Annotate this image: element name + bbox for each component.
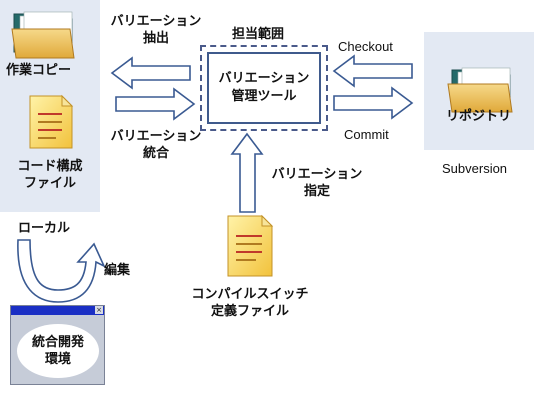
repository-folder-icon	[447, 67, 513, 113]
variation-management-tool: バリエーション 管理ツール	[207, 52, 321, 124]
ide-label: 統合開発 環境	[17, 324, 99, 378]
working-copy-folder-icon	[11, 11, 75, 59]
scope-label: 担当範囲	[232, 27, 285, 42]
edit-label: 編集	[104, 263, 131, 278]
integrate-label: バリエーション 統合	[110, 129, 202, 161]
checkout-arrow	[332, 54, 413, 88]
close-icon[interactable]: ×	[95, 306, 103, 314]
specify-arrow	[230, 132, 264, 213]
repository-label: リポジトリ	[446, 109, 512, 124]
code-config-file-label: コード構成 ファイル	[17, 159, 83, 191]
local-caption: ローカル	[18, 221, 71, 236]
code-config-file-icon	[29, 94, 74, 149]
tool-label-line2: 管理ツール	[231, 89, 297, 104]
ide-title-bar	[11, 306, 104, 315]
edit-loop-arrow	[17, 239, 106, 303]
subversion-caption: Subversion	[442, 161, 508, 176]
compile-switch-file-label: コンパイルスイッチ 定義ファイル	[191, 287, 309, 319]
commit-arrow	[333, 86, 414, 120]
scope-boundary	[200, 45, 328, 131]
commit-label: Commit	[344, 127, 389, 142]
tool-label-line1: バリエーション	[218, 71, 310, 86]
working-copy-label: 作業コピー	[6, 63, 72, 78]
ide-window: × 統合開発 環境	[10, 305, 105, 385]
extract-label: バリエーション 抽出	[110, 14, 202, 46]
integrate-arrow	[115, 87, 196, 121]
checkout-label: Checkout	[338, 39, 393, 54]
extract-arrow	[110, 56, 191, 90]
specify-label: バリエーション 指定	[271, 167, 363, 199]
compile-switch-file-icon	[227, 214, 274, 277]
